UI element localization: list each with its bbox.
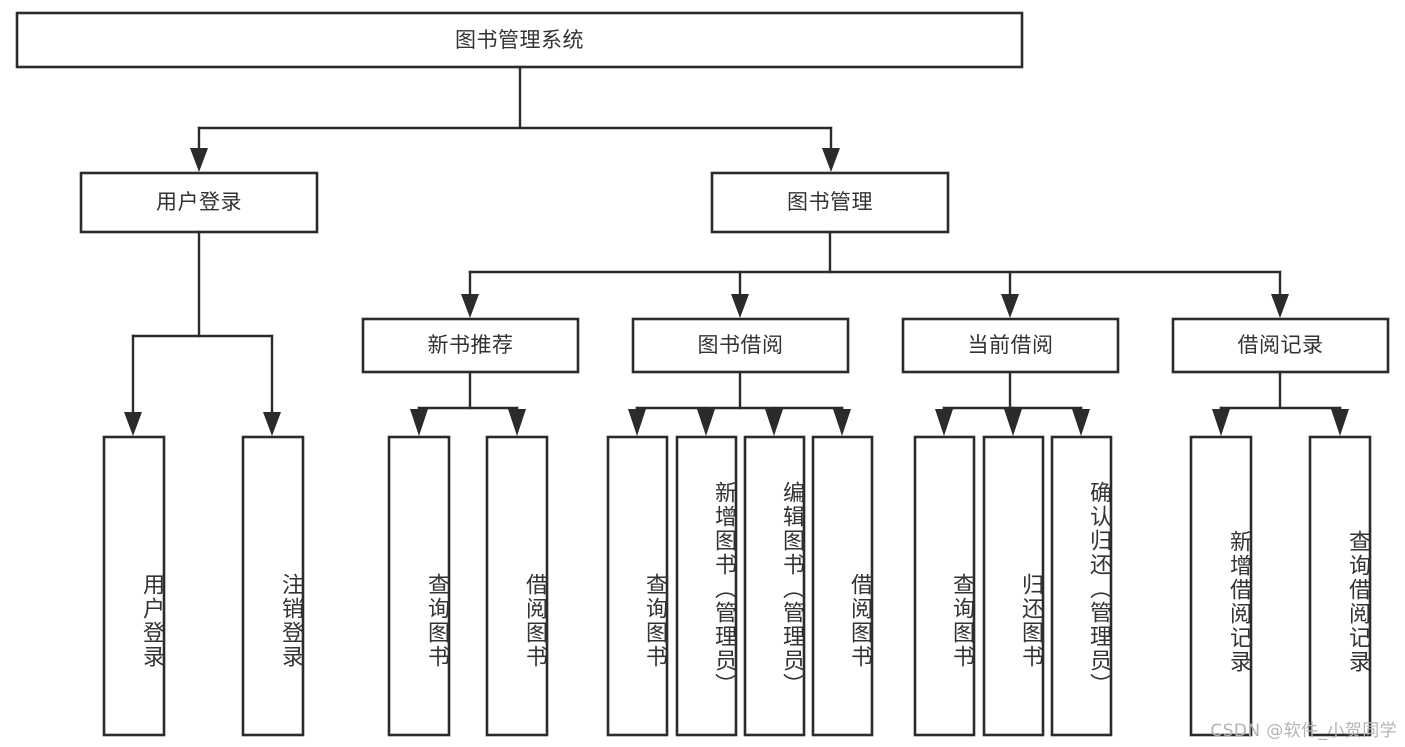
arrowhead-icon bbox=[731, 294, 749, 318]
arrowhead-icon bbox=[1004, 409, 1022, 436]
leaf-box-leaf-user-login[interactable] bbox=[102, 435, 166, 737]
leaf-box-leaf-query-record[interactable] bbox=[1308, 435, 1372, 737]
connector-current-borrow-to-leaves bbox=[935, 370, 1090, 436]
leaf-box-leaf-query-book-1[interactable] bbox=[387, 435, 451, 737]
arrowhead-icon bbox=[190, 148, 208, 172]
leaf-box-leaf-add-record[interactable] bbox=[1189, 435, 1253, 737]
leaf-box-leaf-user-logout[interactable] bbox=[241, 435, 305, 737]
leaf-box-leaf-query-book-3[interactable] bbox=[913, 435, 976, 737]
arrowhead-icon bbox=[263, 412, 281, 436]
leaf-box-leaf-borrow-book-1[interactable] bbox=[485, 435, 549, 737]
node-box-book-borrow[interactable] bbox=[631, 317, 850, 374]
connector-root-to-level1 bbox=[190, 65, 840, 172]
arrowhead-icon bbox=[410, 409, 428, 436]
arrowhead-icon bbox=[1331, 409, 1349, 436]
arrowhead-icon bbox=[697, 409, 715, 436]
arrowhead-icon bbox=[628, 409, 646, 436]
arrowhead-icon bbox=[833, 409, 851, 436]
arrowhead-icon bbox=[461, 294, 479, 318]
connector-book-borrow-to-leaves bbox=[628, 370, 851, 436]
node-box-current-borrow[interactable] bbox=[901, 317, 1120, 374]
node-box-user-login[interactable] bbox=[79, 171, 319, 234]
leaf-box-leaf-edit-book[interactable] bbox=[743, 435, 806, 737]
leaf-box-leaf-return-book[interactable] bbox=[982, 435, 1045, 737]
node-box-root[interactable] bbox=[15, 11, 1024, 69]
connector-book-manage-to-level2 bbox=[461, 230, 1289, 318]
arrowhead-icon bbox=[1271, 294, 1289, 318]
arrowhead-icon bbox=[822, 148, 840, 172]
leaf-box-leaf-borrow-book-2[interactable] bbox=[811, 435, 874, 737]
arrowhead-icon bbox=[935, 409, 953, 436]
arrowhead-icon bbox=[124, 412, 142, 436]
csdn-watermark: CSDN @软件_小贺同学 bbox=[1210, 721, 1397, 741]
arrowhead-icon bbox=[1212, 409, 1230, 436]
arrowhead-icon bbox=[508, 409, 526, 436]
node-box-book-manage[interactable] bbox=[710, 171, 950, 234]
connector-borrow-record-to-leaves bbox=[1212, 370, 1349, 436]
connector-user-login-to-leaves bbox=[124, 230, 281, 436]
arrowhead-icon bbox=[765, 409, 783, 436]
arrowhead-icon bbox=[1072, 409, 1090, 436]
leaf-box-leaf-query-book-2[interactable] bbox=[606, 435, 669, 737]
node-box-borrow-record[interactable] bbox=[1171, 317, 1390, 374]
leaf-box-leaf-confirm-return[interactable] bbox=[1050, 435, 1113, 737]
node-box-new-book-recommend[interactable] bbox=[361, 317, 580, 374]
arrowhead-icon bbox=[1001, 294, 1019, 318]
leaf-box-leaf-add-book[interactable] bbox=[675, 435, 738, 737]
connector-new-book-recommend-to-leaves bbox=[410, 370, 526, 436]
